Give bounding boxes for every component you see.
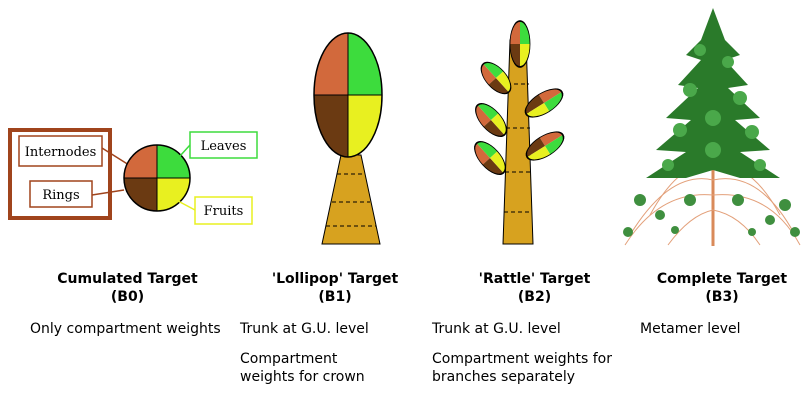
column-b0: Cumulated Target (B0) Only compartment w… bbox=[30, 270, 225, 338]
fruits-label: Fruits bbox=[204, 204, 244, 219]
column-desc-1: Trunk at G.U. level bbox=[240, 321, 369, 337]
lollipop-target-figure bbox=[313, 32, 383, 245]
rings-box bbox=[29, 180, 93, 208]
rings-label: Rings bbox=[42, 188, 79, 203]
column-title: 'Lollipop' Target bbox=[271, 271, 399, 287]
rattle-target-figure bbox=[469, 20, 569, 245]
column-desc-1: Only compartment weights bbox=[30, 321, 221, 337]
column-title: 'Rattle' Target bbox=[478, 271, 591, 287]
column-code: (B3) bbox=[705, 289, 739, 305]
column-b2: 'Rattle' Target (B2) Trunk at G.U. level… bbox=[432, 270, 637, 386]
fruits-box bbox=[194, 196, 253, 225]
internodes-label: Internodes bbox=[25, 145, 97, 160]
column-desc-1: Trunk at G.U. level bbox=[432, 321, 561, 337]
column-desc-1: Metamer level bbox=[640, 321, 741, 337]
column-desc-2: Compartment weights for branches separat… bbox=[432, 351, 612, 385]
column-code: (B1) bbox=[318, 289, 352, 305]
organ-group-frame bbox=[8, 128, 112, 220]
column-desc-2: Compartment weights for crown bbox=[240, 351, 365, 385]
column-b1: 'Lollipop' Target (B1) Trunk at G.U. lev… bbox=[240, 270, 430, 386]
column-title: Complete Target bbox=[656, 271, 788, 287]
complete-tree-figure bbox=[623, 8, 801, 246]
internodes-box bbox=[18, 135, 103, 167]
column-code: (B0) bbox=[110, 289, 145, 305]
column-b3: Complete Target (B3) Metamer level bbox=[640, 270, 804, 338]
cumulated-target-figure: Internodes Rings Leaves Fruits bbox=[8, 128, 258, 225]
column-code: (B2) bbox=[517, 289, 552, 305]
column-title: Cumulated Target bbox=[57, 271, 198, 287]
leaves-label: Leaves bbox=[201, 139, 247, 154]
